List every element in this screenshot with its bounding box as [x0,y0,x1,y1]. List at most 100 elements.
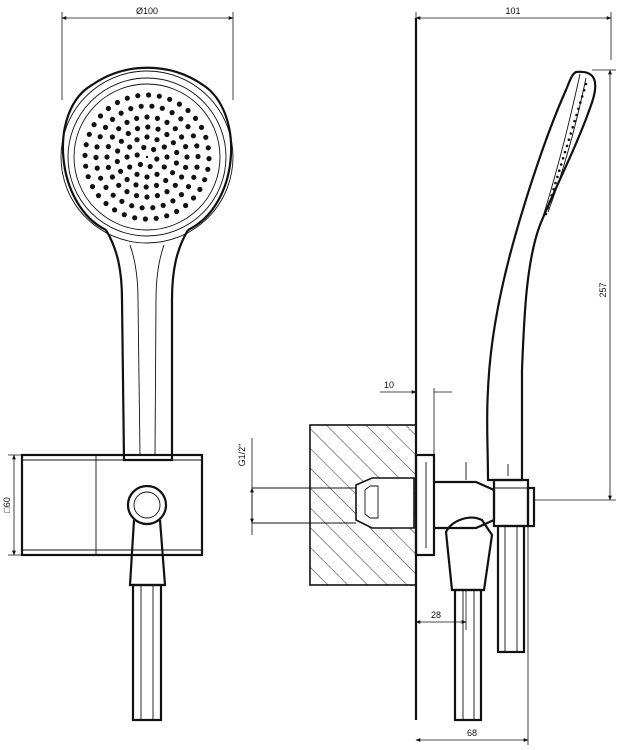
nozzle [141,144,147,151]
nozzle [172,182,178,188]
holder-side [434,462,496,722]
nozzle [154,193,160,199]
nozzle [161,164,167,170]
nozzle [134,193,140,199]
plate-offset-label: 10 [384,380,394,390]
nozzle [198,124,205,130]
nozzle [146,92,152,98]
side-nozzle [571,126,574,129]
nozzle [172,126,178,132]
nozzle [116,126,122,132]
nozzle [125,130,131,137]
nozzle [202,177,208,183]
side-view: 101 G1/2" 10 [237,6,616,745]
nozzle [83,163,89,169]
nozzle [195,153,201,160]
handle-front [105,229,189,462]
wall-plate-front [20,453,204,557]
nozzle [163,177,169,184]
nozzle [178,192,185,198]
nozzle [154,156,160,162]
nozzle [134,126,141,132]
nozzle [93,154,99,161]
side-nozzle [567,138,571,141]
nozzle [164,131,170,138]
nozzle [137,161,143,168]
nozzle [185,124,191,130]
wall-plate-side [414,453,436,557]
side-nozzles [544,82,588,216]
side-nozzle [584,82,588,86]
side-nozzle [579,101,582,104]
nozzle [102,124,109,130]
plate-offset-dimension: 10 [380,380,452,455]
nozzle [82,152,88,158]
nozzle [185,184,192,190]
length-dimension: 257 [534,69,616,501]
nozzle [127,144,133,150]
nozzle [145,124,151,130]
outlet-offset-label: 28 [431,610,441,620]
holder-front [126,484,168,722]
nozzle [154,137,160,143]
nozzle [183,164,189,170]
nozzle [144,134,150,140]
side-nozzle [561,157,565,160]
nozzle [144,114,150,120]
nozzle [133,182,139,188]
side-nozzle [573,119,576,123]
nozzle [95,193,102,199]
nozzle [97,113,104,119]
nozzle [114,158,120,165]
nozzle [205,166,211,172]
nozzle [154,171,160,177]
nozzle [161,144,167,150]
side-nozzle [554,181,557,185]
nozzle [151,146,157,153]
nozzle [124,176,130,183]
nozzle [153,215,159,221]
nozzle [132,215,138,221]
nozzle [194,143,200,149]
nozzle [109,116,116,122]
nozzle [135,93,141,99]
side-nozzle [552,187,555,191]
side-nozzle [580,95,584,98]
nozzle [139,205,145,211]
nozzle [154,115,160,121]
side-nozzle [563,150,567,154]
nozzle-pattern [82,92,212,222]
nozzle [124,154,130,160]
side-nozzle [544,212,548,216]
side-nozzle [556,175,559,179]
nozzle [128,106,134,112]
nozzle [183,144,189,150]
nozzle [164,213,170,219]
nozzle [169,110,175,116]
nozzle [170,140,176,146]
head-diameter-label: Ø100 [136,6,158,16]
nozzle [83,142,89,148]
nozzle [206,156,212,162]
nozzle [185,107,191,114]
nozzle [105,164,111,170]
outlet-offset-dimension: 28 [415,590,467,630]
nozzle [194,164,200,170]
nozzle [118,138,124,144]
nozzle [205,145,211,151]
nozzle [94,165,100,171]
nozzle [134,152,140,158]
side-nozzle [569,132,573,135]
nozzle [116,182,122,188]
nozzle [109,134,115,140]
nozzle [159,105,165,111]
side-nozzle [546,206,550,210]
thread-pipe: G1/2" [237,438,356,535]
nozzle [119,198,125,204]
front-view: Ø100 [2,6,234,722]
nozzle [150,205,156,211]
side-nozzle [575,113,578,117]
nozzle [134,171,140,177]
nozzle [191,174,197,180]
